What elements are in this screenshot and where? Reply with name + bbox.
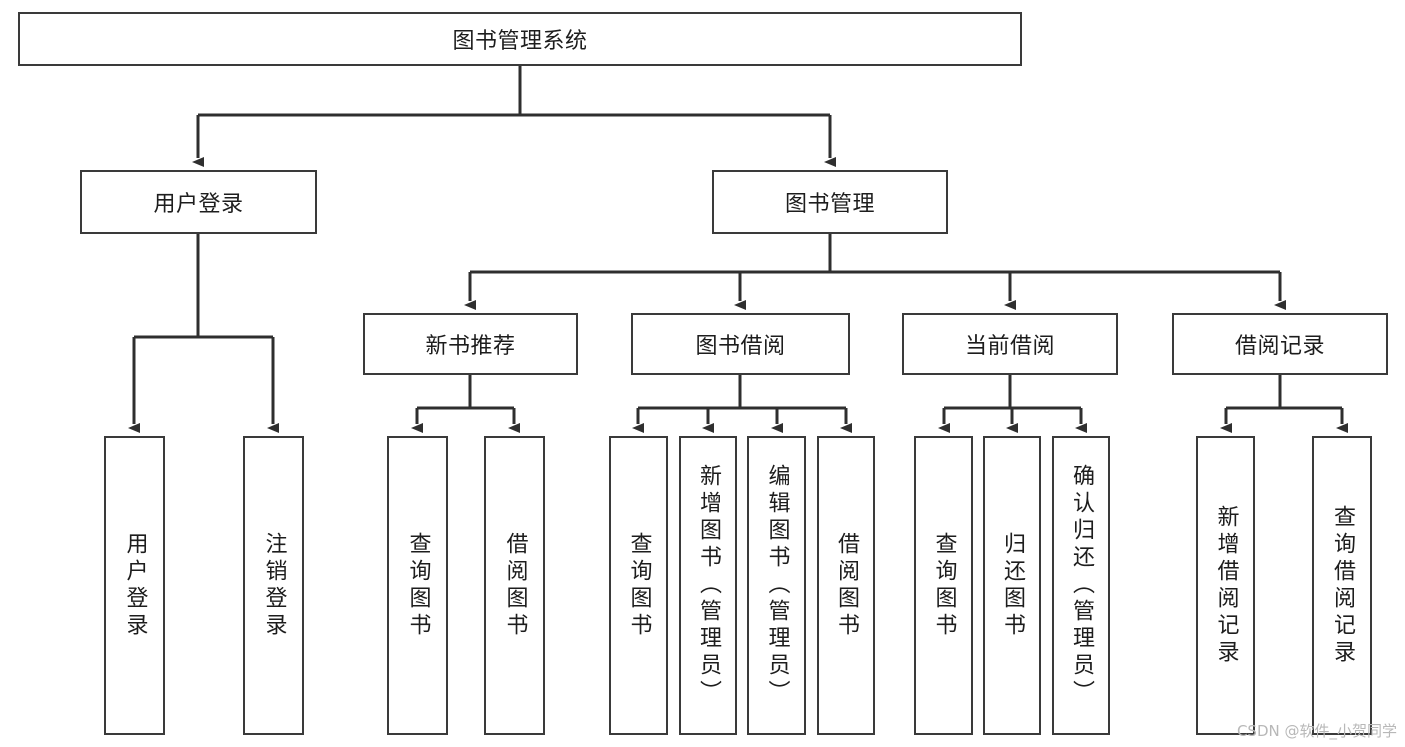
node-label: 查询图书 [626,531,652,640]
leaf-borrow-book[interactable]: 借阅图书 [817,436,875,735]
node-label: 确认归还（管理员） [1069,464,1094,707]
node-book-borrow[interactable]: 图书借阅 [631,313,850,375]
node-label: 新书推荐 [425,334,516,359]
node-root-book-management-system[interactable]: 图书管理系统 [18,12,1022,66]
leaf-add-book-admin[interactable]: 新增图书（管理员） [679,436,737,735]
node-label: 归还图书 [1000,531,1025,640]
node-label: 用户登录 [122,531,148,640]
leaf-query-book-borrow[interactable]: 查询图书 [609,436,668,735]
node-label: 图书管理 [784,192,875,217]
node-label: 注销登录 [261,531,287,640]
node-label: 图书借阅 [695,334,786,359]
node-new-book-recommendation[interactable]: 新书推荐 [363,313,578,375]
node-label: 新增图书（管理员） [696,464,721,707]
node-label: 当前借阅 [964,334,1055,359]
node-label: 查询借阅记录 [1330,504,1355,667]
leaf-user-login[interactable]: 用户登录 [104,436,165,735]
node-user-login[interactable]: 用户登录 [80,170,317,234]
node-label: 借阅图书 [834,531,859,640]
leaf-logout[interactable]: 注销登录 [243,436,304,735]
leaf-add-borrow-record[interactable]: 新增借阅记录 [1196,436,1255,735]
node-label: 借阅记录 [1234,334,1325,359]
node-label: 编辑图书（管理员） [764,464,790,707]
node-label: 查询图书 [931,531,957,640]
node-book-management[interactable]: 图书管理 [712,170,948,234]
node-label: 图书管理系统 [452,29,588,54]
leaf-return-book[interactable]: 归还图书 [983,436,1041,735]
node-label: 新增借阅记录 [1213,504,1239,667]
leaf-borrow-book-newbook[interactable]: 借阅图书 [484,436,545,735]
leaf-query-borrow-record[interactable]: 查询借阅记录 [1312,436,1372,735]
node-label: 用户登录 [153,192,244,217]
node-label: 借阅图书 [502,531,528,640]
node-borrow-record[interactable]: 借阅记录 [1172,313,1388,375]
leaf-query-book-current[interactable]: 查询图书 [914,436,973,735]
node-label: 查询图书 [405,531,431,640]
node-current-borrow[interactable]: 当前借阅 [902,313,1118,375]
leaf-edit-book-admin[interactable]: 编辑图书（管理员） [747,436,806,735]
leaf-query-book-newbook[interactable]: 查询图书 [387,436,448,735]
leaf-confirm-return-admin[interactable]: 确认归还（管理员） [1052,436,1110,735]
